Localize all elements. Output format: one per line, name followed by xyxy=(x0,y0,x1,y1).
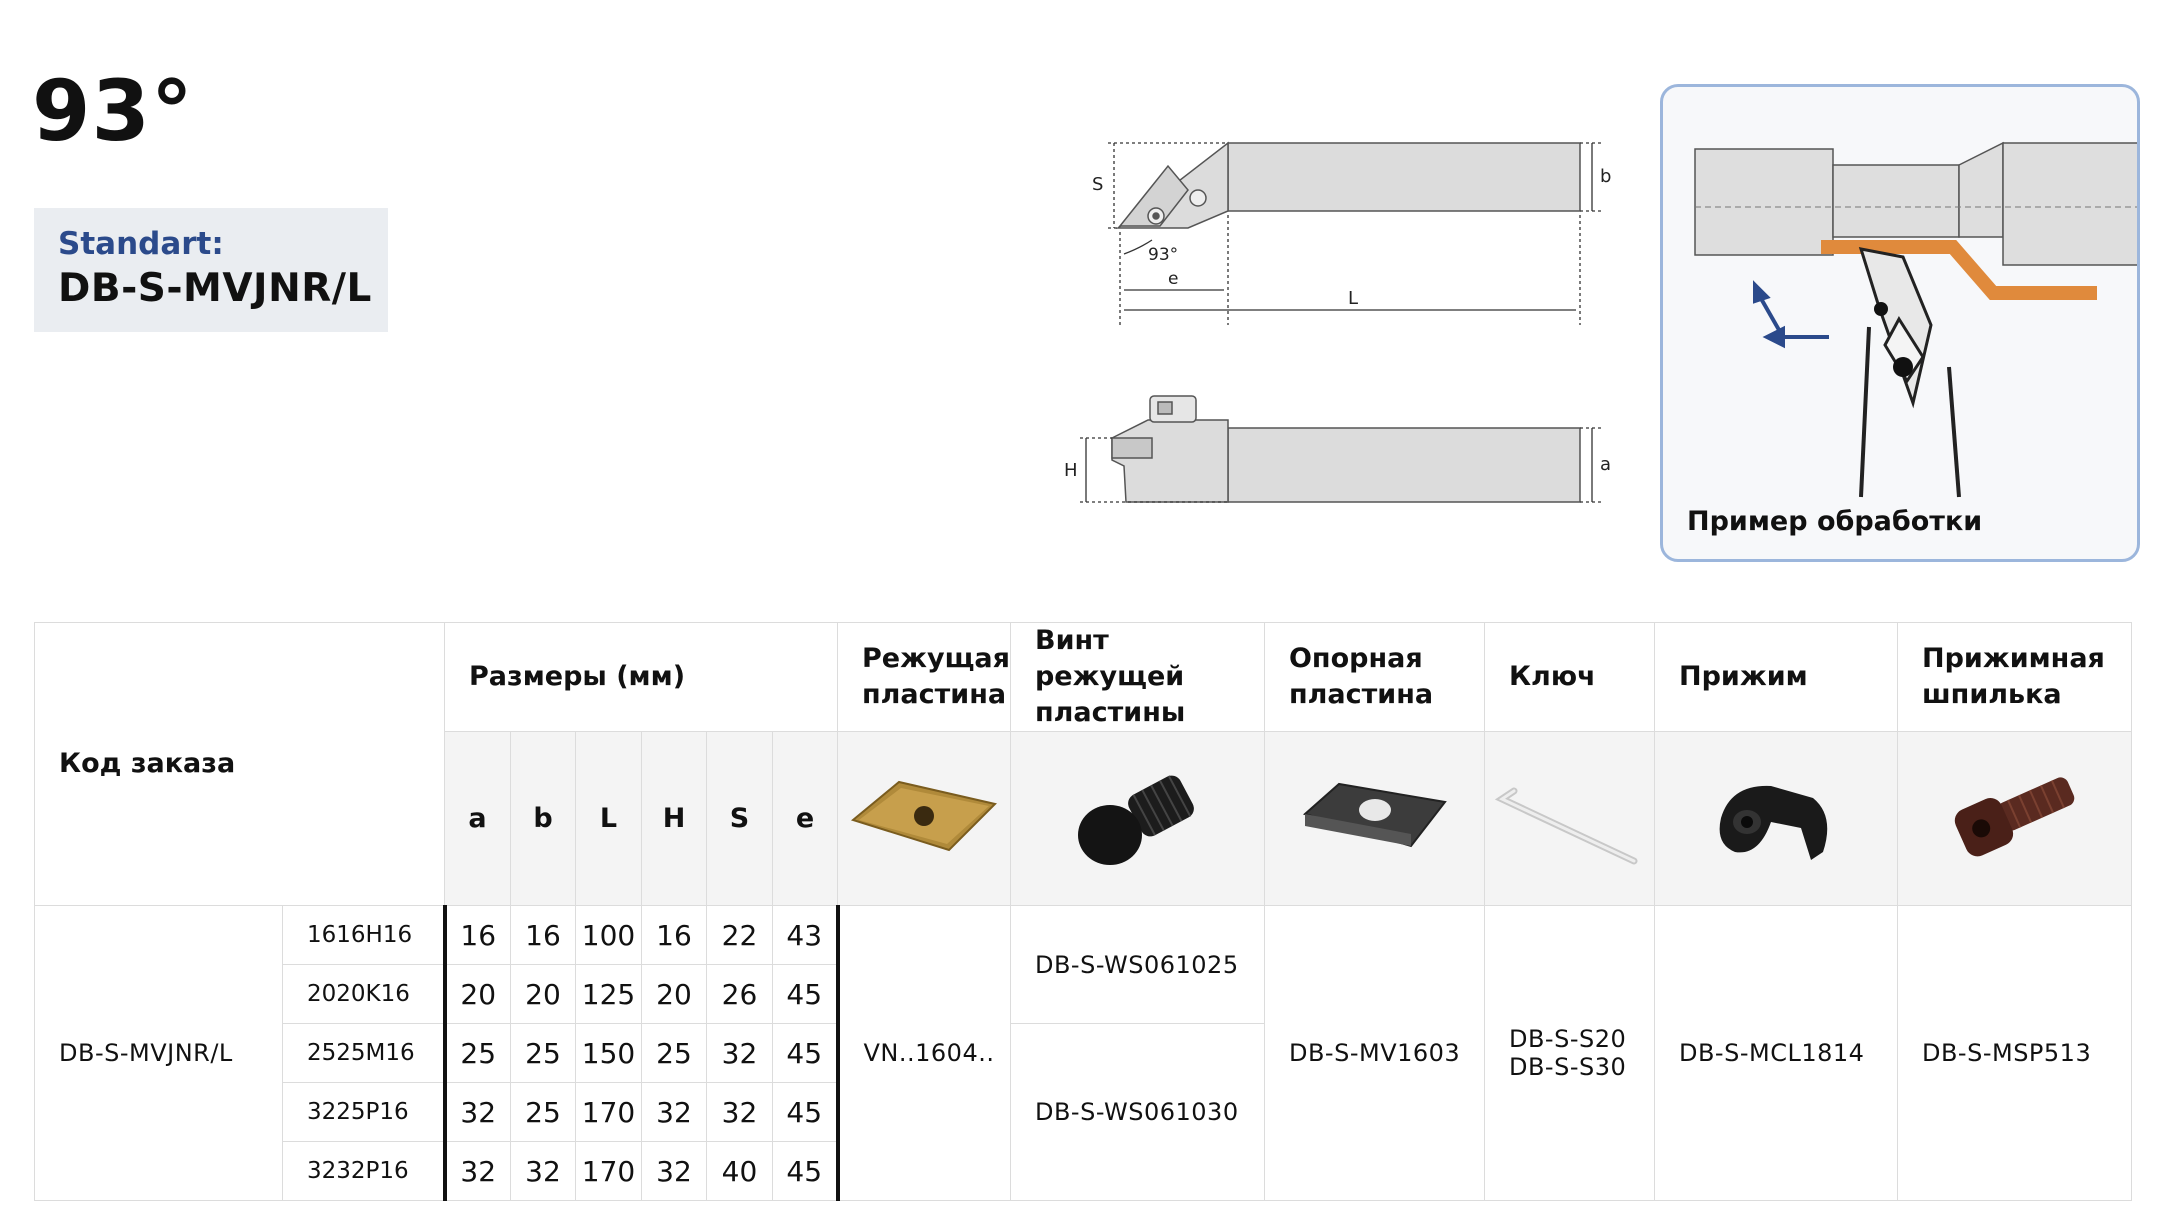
table-row: DB-S-MVJNR/L 1616H16 16 16 100 16 22 43 … xyxy=(34,905,2132,1201)
size-code-cell: 1616H16 xyxy=(282,905,445,965)
standard-box: Standart: DB-S-MVJNR/L xyxy=(34,208,388,332)
header-clamp: Прижим xyxy=(1653,622,1898,732)
header-key: Ключ xyxy=(1483,622,1655,732)
size-code-cell: 2525M16 xyxy=(282,1023,445,1083)
clamp-image xyxy=(1719,785,1828,860)
insert-screw-image-cell xyxy=(1009,731,1265,906)
cell-H: 25 xyxy=(641,1023,707,1083)
clamp-pin-image xyxy=(1955,776,2075,856)
cell-a: 16 xyxy=(442,905,511,965)
side-view xyxy=(1111,395,1581,503)
cell-S: 40 xyxy=(706,1141,773,1201)
angle-title: 93° xyxy=(32,62,194,160)
insert-image-cell xyxy=(837,731,1011,906)
clamp-image-cell xyxy=(1653,731,1898,906)
table-row: 2525M16 25 25 150 25 32 45 DB-S-WS061030 xyxy=(35,1023,2132,1201)
key-code-1: DB-S-S20 xyxy=(1508,1025,1627,1053)
header-insert: Режущая пластина xyxy=(837,622,1011,732)
cell-e: 45 xyxy=(772,1141,840,1201)
cell-a: 32 xyxy=(442,1141,511,1201)
cell-a: 32 xyxy=(442,1082,511,1142)
key-cell: DB-S-S20 DB-S-S30 xyxy=(1483,905,1655,1201)
size-code-cell: 3232P16 xyxy=(282,1141,445,1201)
cell-a: 25 xyxy=(442,1023,511,1083)
machining-example-label: Пример обработки xyxy=(1687,506,1983,537)
insert-screw-cell-1: DB-S-WS061025 xyxy=(1009,905,1265,1024)
header-shim: Опорная пластина xyxy=(1263,622,1485,732)
dim-header-e: e xyxy=(772,731,838,906)
cell-S: 22 xyxy=(706,905,773,965)
shim-image-cell xyxy=(1263,731,1485,906)
machining-illustration xyxy=(1694,141,2137,498)
cell-b: 32 xyxy=(510,1141,576,1201)
key-code-2: DB-S-S30 xyxy=(1508,1053,1627,1081)
cell-H: 32 xyxy=(641,1082,707,1142)
cell-L: 170 xyxy=(575,1082,642,1142)
order-code-cell: DB-S-MVJNR/L xyxy=(34,905,283,1201)
size-code-cell: 2020K16 xyxy=(282,964,445,1024)
dim-header-b: b xyxy=(510,731,576,906)
cell-e: 45 xyxy=(772,1023,840,1083)
table-row: 2020K16 20 20 125 20 26 45 xyxy=(35,964,2132,1024)
header-dimensions: Размеры (мм) xyxy=(444,622,838,732)
cell-H: 16 xyxy=(641,905,707,965)
header-insert-screw: Винт режущей пластины xyxy=(1009,622,1265,732)
cell-S: 32 xyxy=(706,1023,773,1083)
table-row: 3225P16 32 25 170 32 32 45 xyxy=(35,1082,2132,1142)
shim-image xyxy=(1303,782,1448,847)
cell-e: 45 xyxy=(772,964,840,1024)
cell-S: 26 xyxy=(706,964,773,1024)
label-L: L xyxy=(1348,288,1358,309)
cell-S: 32 xyxy=(706,1082,773,1142)
cell-b: 16 xyxy=(510,905,576,965)
technical-drawing: S b 93° e L H a xyxy=(1064,141,1611,503)
table-row: 3232P16 32 32 170 32 40 45 xyxy=(35,1141,2132,1201)
insert-screw-image xyxy=(1078,774,1195,865)
size-code-cell: 3225P16 xyxy=(282,1082,445,1142)
cell-b: 25 xyxy=(510,1023,576,1083)
insert-screw-cell-2: DB-S-WS061030 xyxy=(1009,1023,1265,1201)
cell-e: 43 xyxy=(772,905,840,965)
label-e: e xyxy=(1168,269,1178,289)
hex-key-image xyxy=(1495,787,1638,864)
cell-H: 20 xyxy=(641,964,707,1024)
shim-cell: DB-S-MV1603 xyxy=(1263,905,1485,1201)
cell-L: 100 xyxy=(575,905,642,965)
label-S: S xyxy=(1092,174,1103,195)
insert-cell: VN..1604.. xyxy=(837,905,1011,1201)
dim-header-L: L xyxy=(575,731,642,906)
cell-L: 170 xyxy=(575,1141,642,1201)
cell-b: 20 xyxy=(510,964,576,1024)
machining-example-box: Пример обработки xyxy=(1660,84,2140,562)
clamp-cell: DB-S-MCL1814 xyxy=(1653,905,1898,1201)
label-H: H xyxy=(1064,460,1078,481)
clamp-pin-image-cell xyxy=(1896,731,2132,906)
dim-header-a: a xyxy=(444,731,511,906)
key-image-cell xyxy=(1483,731,1655,906)
header-clamp-pin: Прижимная шпилька xyxy=(1896,622,2132,732)
cell-L: 125 xyxy=(575,964,642,1024)
cell-a: 20 xyxy=(442,964,511,1024)
dim-header-S: S xyxy=(706,731,773,906)
standard-code: DB-S-MVJNR/L xyxy=(58,266,372,311)
cell-b: 25 xyxy=(510,1082,576,1142)
label-a: a xyxy=(1600,454,1611,475)
insert-image xyxy=(850,780,997,851)
label-angle: 93° xyxy=(1148,245,1178,265)
cell-L: 150 xyxy=(575,1023,642,1083)
spec-table: Код заказа Размеры (мм) Режущая пластина… xyxy=(34,622,2132,1201)
cell-H: 32 xyxy=(641,1141,707,1201)
clamp-pin-cell: DB-S-MSP513 xyxy=(1896,905,2132,1201)
header-order-code: Код заказа xyxy=(34,622,445,906)
label-b: b xyxy=(1600,166,1611,187)
cell-e: 45 xyxy=(772,1082,840,1142)
standard-label: Standart: xyxy=(58,226,224,262)
top-view xyxy=(1115,141,1581,229)
dim-header-H: H xyxy=(641,731,707,906)
